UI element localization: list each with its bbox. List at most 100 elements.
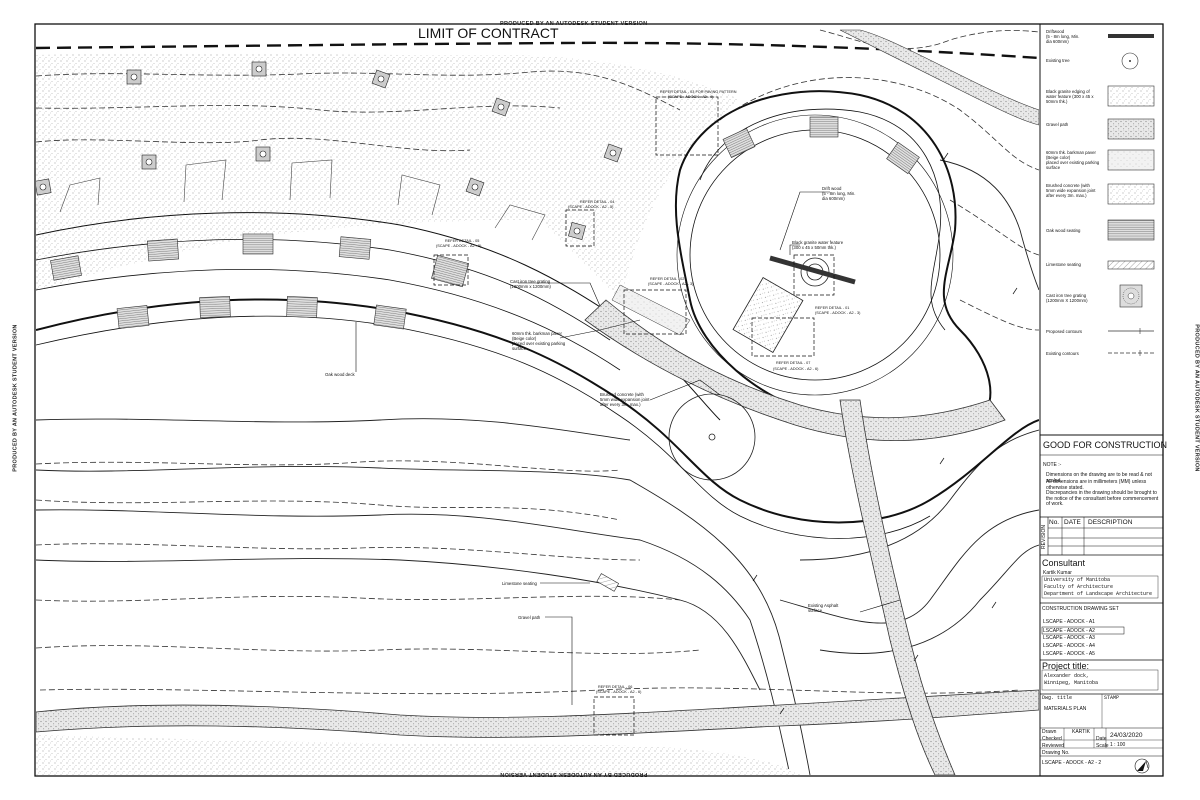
detail-ref-06-sheet: (SCAPE - ADOCK - A2 - 6) xyxy=(596,690,642,694)
date-label: Date xyxy=(1096,736,1107,742)
existing-tree-circle xyxy=(668,393,756,481)
set-title: CONSTRUCTION DRAWING SET xyxy=(1042,606,1119,612)
consultant-label: Consultant xyxy=(1042,558,1086,568)
detail-ref-03-sheet: (SCAPE - ADOCK - A2 - 4) xyxy=(668,95,714,99)
legend-panel: Driftwood(5 - 8m long, Min.dia 600mm) Ex… xyxy=(1046,29,1155,356)
legend-label-gravel: Gravel path xyxy=(1046,122,1069,127)
detail-ref-01-sheet: (SCAPE - ADOCK - A2 - 3) xyxy=(815,311,861,315)
detail-ref-boxes xyxy=(433,96,835,736)
rev-header-no: No. xyxy=(1049,519,1060,526)
leader-lines xyxy=(355,191,901,705)
watermark-top: PRODUCED BY AN AUTODESK STUDENT VERSION xyxy=(500,21,648,27)
label-drift-wood: Drift wood(5 - 8m long, Min.dia 600mm) xyxy=(822,186,855,201)
stamp-label: STAMP xyxy=(1104,695,1120,701)
note-2: All dimensions are in millimeters (MM) u… xyxy=(1046,479,1147,491)
note-3: Discrepancies in the drawing should be b… xyxy=(1046,490,1159,507)
drawing-title: MATERIALS PLAN xyxy=(1044,706,1087,712)
gravel-path-diagonal xyxy=(839,399,956,775)
leader-ticks xyxy=(752,152,1018,715)
drawn-value: KARTIK xyxy=(1072,729,1090,735)
detail-ref-04-title: REFER DETAIL - 04 xyxy=(580,200,614,204)
legend-swatch-gravel xyxy=(1107,118,1155,140)
barkman-paver-area xyxy=(611,284,691,336)
revision-label: REVISION xyxy=(1040,525,1047,549)
title-block-lines xyxy=(1040,434,1163,757)
detail-ref-05-title: REFER DETAIL - 05 xyxy=(445,239,479,243)
legend-swatch-limestone xyxy=(1107,260,1155,270)
status-good-for-construction: GOOD FOR CONSTRUCTION xyxy=(1043,440,1167,450)
checked-label: Checked xyxy=(1042,736,1062,742)
note-title: NOTE :- xyxy=(1043,462,1062,468)
project-label: Project title: xyxy=(1042,661,1090,671)
existing-contours xyxy=(36,29,1039,695)
detail-ref-03-title: REFER DETAIL - 03 FOR PAVING PATTERN xyxy=(660,90,737,94)
gravel-path-bottom xyxy=(36,689,1039,738)
dwg-title-label: Dwg. title xyxy=(1042,695,1073,701)
title-block: GOOD FOR CONSTRUCTION NOTE :- Dimensions… xyxy=(1040,435,1167,776)
detail-ref-07-sheet: (SCAPE - ADOCK - A2 - 6) xyxy=(773,367,819,371)
legend-swatch-oak xyxy=(1107,219,1155,241)
scale-label: Scale xyxy=(1096,743,1109,749)
legend-swatch-concrete xyxy=(1107,183,1155,205)
rev-header-description: DESCRIPTION xyxy=(1088,519,1133,526)
detail-ref-labels: REFER DETAIL - 03 FOR PAVING PATTERN (SC… xyxy=(436,90,861,694)
detail-ref-02-title: REFER DETAIL - 02 xyxy=(650,277,684,281)
detail-ref-04-sheet: (SCAPE - ADOCK - A2 - 5) xyxy=(568,205,614,209)
project-title-line-2: Winnipeg, Manitoba xyxy=(1044,680,1099,686)
sheet-a2-current[interactable]: LSCAPE - ADOCK - A2 xyxy=(1043,628,1095,634)
rev-header-date: DATE xyxy=(1064,519,1081,526)
sheet-a4[interactable]: LSCAPE - ADOCK - A4 xyxy=(1043,643,1095,649)
legend-label-barkman: 60mm thk. barkman paver(Beige color)plac… xyxy=(1046,150,1100,170)
sheet-a1[interactable]: LSCAPE - ADOCK - A1 xyxy=(1043,619,1095,625)
watermark-left: PRODUCED BY AN AUTODESK STUDENT VERSION xyxy=(12,324,19,472)
watermark-bottom: PRODUCED BY AN AUTODESK STUDENT VERSION xyxy=(500,771,648,777)
water-feature xyxy=(732,257,830,354)
drawing-no-label: Drawing No. xyxy=(1042,750,1070,756)
institution-line-2: Faculty of Architecture xyxy=(1044,584,1114,590)
reviewed-label: Reviewed xyxy=(1042,743,1064,749)
legend-label-oak: Oak wood seating xyxy=(1046,228,1081,233)
drawn-label: Drawn xyxy=(1042,729,1057,735)
consultant-name: Kartik Kumar xyxy=(1043,570,1072,576)
limit-of-contract-title: LIMIT OF CONTRACT xyxy=(418,25,559,41)
tree-gratings xyxy=(36,61,623,240)
institution-line-1: University of Manitoba xyxy=(1044,577,1111,583)
sheet-a3[interactable]: LSCAPE - ADOCK - A3 xyxy=(1043,635,1095,641)
legend-swatch-driftwood xyxy=(1108,34,1154,38)
legend-label-grating: Cast iron tree grating(1200mm X 1200mm) xyxy=(1046,293,1088,303)
oak-seating-blocks xyxy=(50,233,469,330)
label-limestone-seating: Limestone seating xyxy=(502,581,537,586)
label-gravel-path: Gravel path xyxy=(518,615,541,620)
label-granite-water-feature: Black granite water feature(300 x 45 x 5… xyxy=(792,240,844,250)
legend-label-existing-tree: Existing tree xyxy=(1046,58,1070,63)
legend-swatch-grating xyxy=(1119,284,1143,308)
detail-ref-07-title: REFER DETAIL - 07 xyxy=(776,361,810,365)
legend-label-limestone: Limestone seating xyxy=(1046,262,1081,267)
plaza-seating xyxy=(722,116,920,175)
detail-ref-01-title: REFER DETAIL - 01 xyxy=(815,306,849,310)
drawing-no: LSCAPE - ADOCK - A2 - 2 xyxy=(1042,760,1102,766)
promenade-band xyxy=(36,212,1039,539)
detail-ref-06-title: REFER DETAIL - 06 xyxy=(598,685,632,689)
gravel-path-top xyxy=(839,29,1039,126)
plan-labels: Oak wood deck Cast iron tree grating(120… xyxy=(325,186,855,620)
sheet-a5[interactable]: LSCAPE - ADOCK - A5 xyxy=(1043,651,1095,657)
limestone-seating xyxy=(596,573,620,592)
project-title-line-1: Alexander dock, xyxy=(1044,673,1090,679)
stepped-edge xyxy=(59,159,546,241)
detail-ref-05-sheet: (SCAPE - ADOCK - A2 - 5) xyxy=(436,244,482,248)
tree-trunk xyxy=(708,433,716,441)
proposed-contours xyxy=(36,159,1039,775)
legend-label-driftwood: Driftwood(5 - 8m long, Min.dia 600mm) xyxy=(1046,29,1079,44)
label-oak-wood-deck: Oak wood deck xyxy=(325,372,355,377)
lower-stipple-area xyxy=(36,735,800,775)
legend-swatch-barkman xyxy=(1107,149,1155,171)
limit-of-contract-line xyxy=(36,41,1039,60)
north-arrow-icon xyxy=(1134,758,1150,774)
institution-line-3: Department of Landscape Architecture xyxy=(1044,591,1153,597)
label-cast-iron-grating: Cast iron tree grating(1200mm x 1200mm) xyxy=(510,279,551,289)
